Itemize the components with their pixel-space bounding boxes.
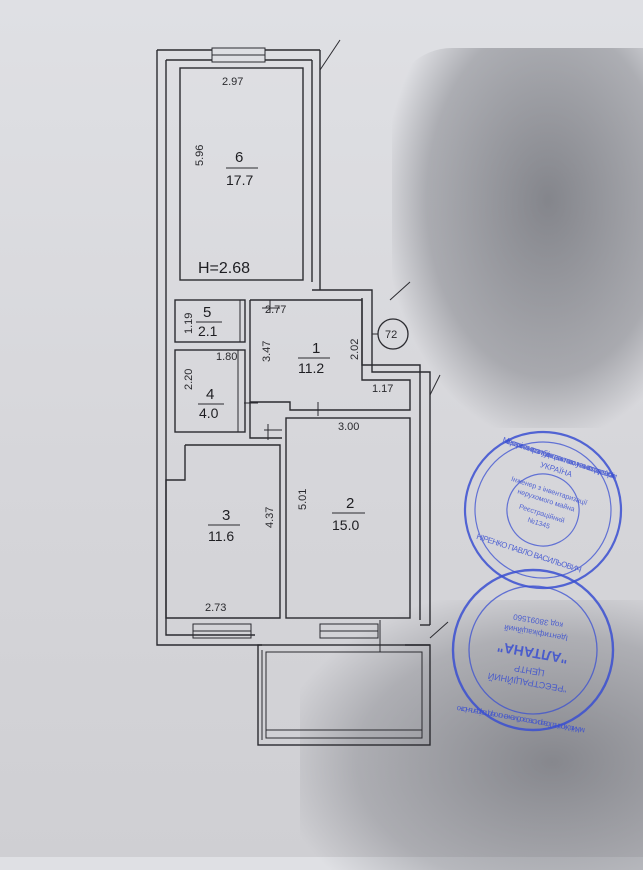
ceiling-height: H=2.68 bbox=[198, 260, 250, 277]
windows bbox=[192, 620, 381, 652]
room-2-number: 2 bbox=[346, 495, 354, 512]
room-5: 5 2.1 1.19 bbox=[174, 299, 246, 343]
room-2-area: 15.0 bbox=[332, 517, 359, 533]
riser-label: 72 bbox=[385, 329, 397, 341]
riser-marker: 72 bbox=[372, 318, 409, 350]
room-5-number: 5 bbox=[203, 304, 211, 321]
room-1-width: 2.77 bbox=[265, 304, 286, 316]
room-4-area: 4.0 bbox=[199, 405, 219, 421]
stamp-bottom-line-3: "АЛТАНА" bbox=[496, 639, 569, 667]
room-1-length: 3.47 bbox=[261, 341, 273, 362]
room-1-bottom: 1.17 bbox=[372, 383, 393, 395]
inventory-engineer-stamp: Міністерство регіонального розвитку буді… bbox=[463, 430, 623, 590]
room-3: 4.37 3 11.6 2.73 bbox=[165, 444, 281, 619]
room-5-width: 1.19 bbox=[183, 313, 195, 334]
balcony bbox=[257, 644, 431, 746]
room-4-length: 2.20 bbox=[183, 369, 195, 390]
registration-center-stamp: м. Київ Україна Товариство з обмеженою в… bbox=[451, 568, 615, 735]
room-3-area: 11.6 bbox=[208, 528, 234, 544]
room-4-width: 1.80 bbox=[216, 351, 237, 363]
room-1: 2.77 3.47 2.02 1.17 1 11.2 bbox=[249, 299, 411, 440]
room-4-number: 4 bbox=[206, 386, 214, 403]
room-3-number: 3 bbox=[222, 507, 230, 524]
room-6: 2.97 5.96 6 17.7 H=2.68 bbox=[179, 47, 304, 281]
room-2-width: 3.00 bbox=[338, 421, 359, 433]
room-1-area: 11.2 bbox=[298, 360, 324, 376]
stamp-bottom-ring: м. Київ Україна Товариство з обмеженою в… bbox=[456, 704, 586, 735]
room-4: 1.80 2.20 4 4.0 bbox=[174, 349, 258, 433]
room-2: 3.00 5.01 2 15.0 bbox=[285, 417, 411, 619]
room-6-length: 5.96 bbox=[194, 145, 206, 166]
room-6-area: 17.7 bbox=[226, 172, 253, 188]
room-3-length: 4.37 bbox=[264, 507, 276, 528]
room-1-number: 1 bbox=[312, 340, 320, 357]
room-5-area: 2.1 bbox=[198, 323, 218, 339]
room-6-number: 6 bbox=[235, 149, 243, 166]
room-1-side: 2.02 bbox=[349, 339, 361, 360]
room-3-width: 2.73 bbox=[205, 602, 226, 614]
room-6-width: 2.97 bbox=[222, 76, 243, 88]
room-2-length: 5.01 bbox=[297, 489, 309, 510]
